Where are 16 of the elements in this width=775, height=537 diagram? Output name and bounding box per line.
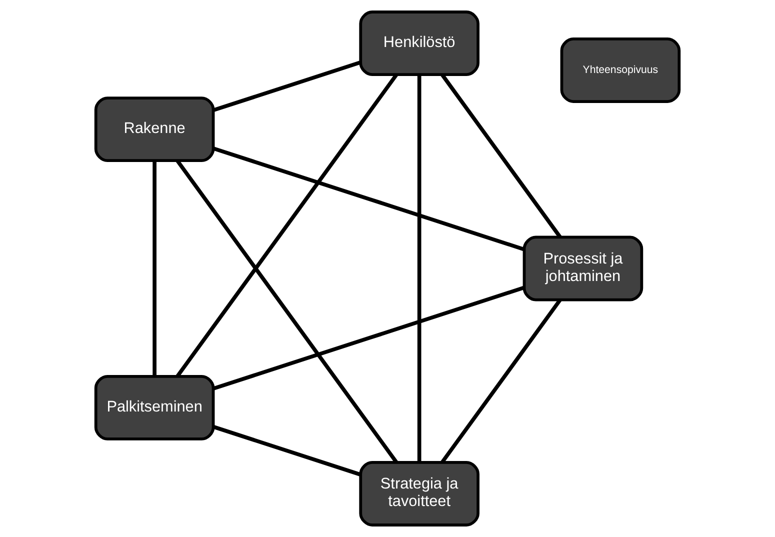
node-box: Prosessit ja johtaminen <box>522 236 644 302</box>
node-box: Rakenne <box>94 96 215 162</box>
connector <box>212 286 524 390</box>
connector <box>212 146 524 252</box>
connector <box>176 74 398 378</box>
connector <box>440 298 562 464</box>
connector <box>152 160 156 376</box>
connector <box>212 60 361 112</box>
node-box: Henkilöstö <box>359 10 480 76</box>
connector <box>417 74 422 462</box>
node-box: Palkitseminen <box>94 374 215 440</box>
connector <box>213 425 362 476</box>
node-box: Yhteensopivuus <box>560 38 681 103</box>
connector <box>176 160 398 464</box>
connector <box>440 74 562 238</box>
node-box: Strategia ja tavoitteet <box>359 461 480 526</box>
